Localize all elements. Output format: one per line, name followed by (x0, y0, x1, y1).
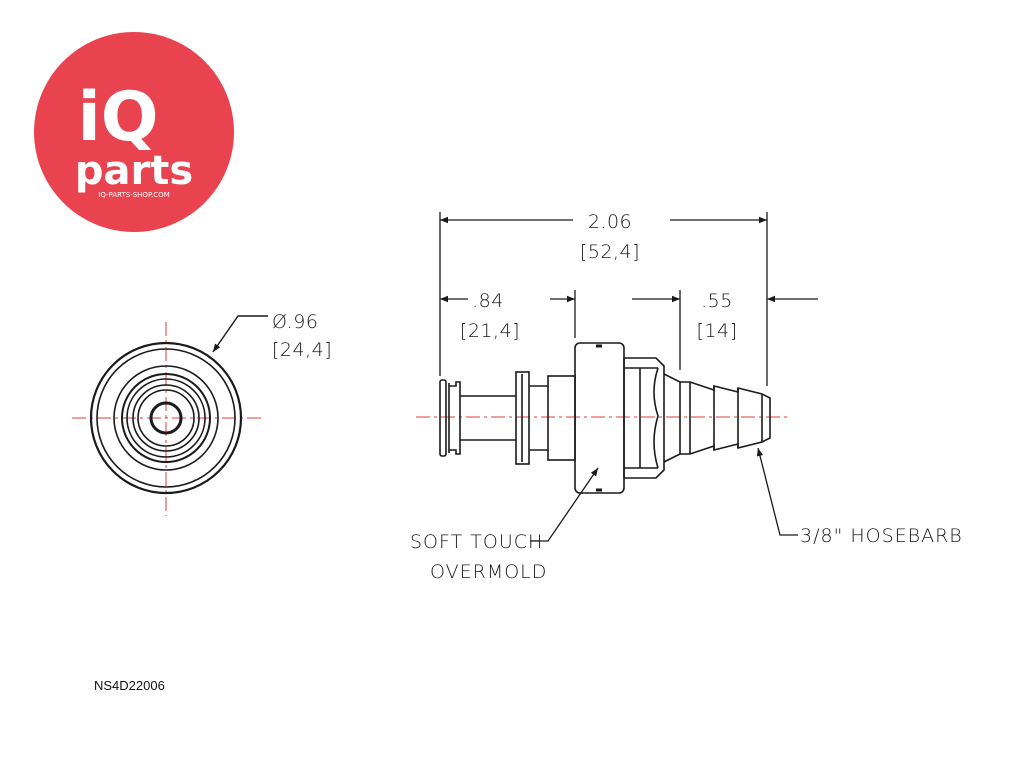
overmold-leader (530, 467, 599, 542)
end-view-outer-ring (89, 341, 243, 495)
dim-left (440, 290, 576, 338)
logo-brand-sub: parts (75, 148, 193, 194)
sleeve (547, 375, 576, 461)
dim-right (632, 290, 818, 370)
collar (515, 371, 530, 465)
note-hosebarb: 3/8" HOSEBARB (800, 525, 963, 547)
end-view-bore (149, 401, 183, 435)
end-view-ring-5 (126, 378, 206, 458)
note-overmold-line1: SOFT TOUCH (410, 531, 543, 553)
dim-overall-in: 2.06 (588, 211, 632, 233)
dim-left-in: .84 (472, 290, 504, 312)
end-view-diameter-in: Ø.96 (272, 311, 318, 333)
end-view-ring-7 (137, 389, 195, 447)
nose-ring (439, 379, 447, 457)
hosebarb-leader (756, 447, 798, 536)
side-view-body (439, 342, 771, 494)
end-view-ring-4 (121, 373, 211, 463)
dim-overall-mm: [52,4] (580, 241, 640, 263)
logo-brand-main: iQ (77, 78, 158, 157)
end-view-diameter-leader (212, 315, 268, 353)
logo-circle (34, 32, 234, 232)
end-view-ring-6 (132, 384, 200, 452)
dim-right-in: .55 (701, 290, 733, 312)
end-view-ring-3 (113, 365, 219, 471)
part-number: NS4D22006 (94, 678, 165, 693)
note-overmold-line2: OVERMOLD (430, 561, 547, 583)
dim-left-mm: [21,4] (460, 320, 520, 342)
hosebarb (680, 381, 771, 455)
overmold-body (574, 342, 625, 494)
end-view-diameter-mm: [24,4] (272, 339, 332, 361)
end-view-ring-2 (96, 348, 236, 488)
logo-site: IQ-PARTS-SHOP.COM (98, 191, 169, 199)
dim-right-mm: [14] (696, 320, 737, 342)
end-view (72, 322, 262, 516)
iq-parts-logo: iQ parts IQ-PARTS-SHOP.COM (34, 32, 234, 232)
hex-nut (623, 357, 665, 479)
